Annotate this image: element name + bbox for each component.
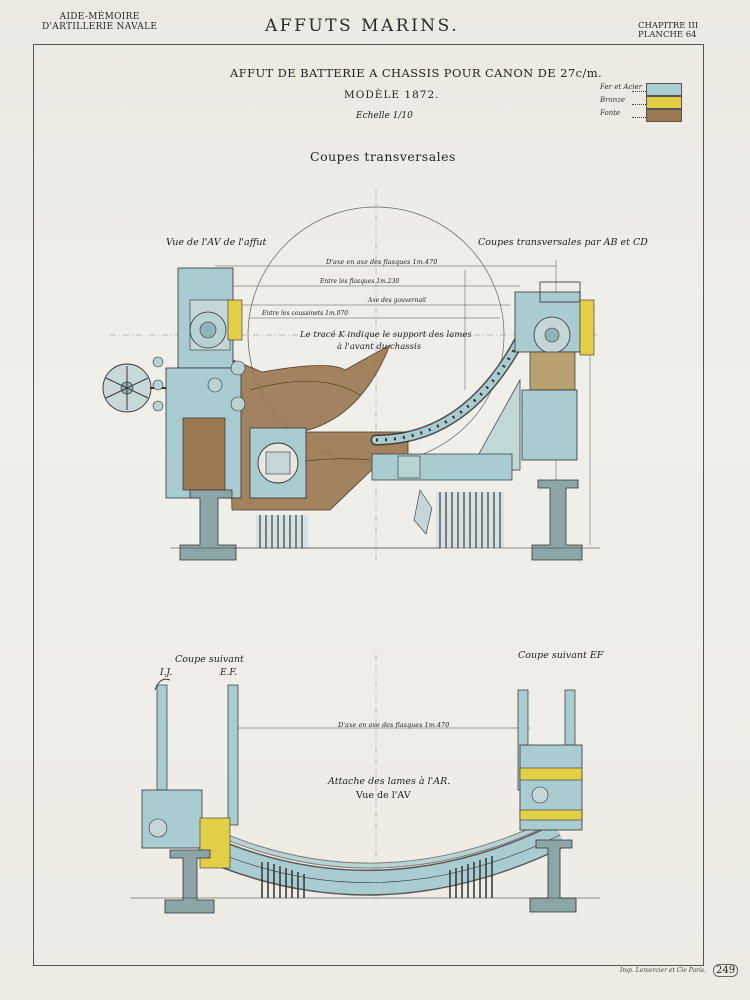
plate-scale: Echelle 1/10 <box>356 111 413 121</box>
upper-dim-gouvernail: Axe des gouvernail <box>368 297 426 304</box>
legend-item-bronze: Bronze <box>600 96 682 109</box>
upper-annotation-2: à l'avant du chassis <box>337 342 422 352</box>
lower-annotation-2: Vue de l'AV <box>356 790 411 801</box>
legend-swatch-bronze <box>646 96 682 109</box>
left-rail <box>179 489 237 561</box>
bronze-plate <box>579 299 595 356</box>
left-post <box>156 684 168 791</box>
upper-label-right: Coupes transversales par AB et CD <box>478 237 648 248</box>
header-chapter: CHAPITRE III <box>638 21 699 31</box>
mid-post <box>227 684 239 826</box>
plate-model: MODÈLE 1872. <box>344 89 440 101</box>
legend-item-iron: Fer et Acier <box>600 83 682 96</box>
header-plate: PLANCHE 64 <box>638 30 697 40</box>
drawing-frame <box>33 44 704 966</box>
header-left: AIDE-MÉMOIRE D'ARTILLERIE NAVALE <box>42 12 157 32</box>
lower-section-drawing <box>130 655 600 914</box>
upper-dim-flasques: Entre les flasques 1m.230 <box>320 278 400 285</box>
upper-annotation-1: Le tracé K indique le support des lames <box>300 330 472 340</box>
right-rail <box>531 479 583 561</box>
cast-iron-block <box>182 417 226 491</box>
legend-swatch-iron <box>646 83 682 96</box>
legend-item-castiron: Fonte <box>600 109 682 122</box>
lower-label-right: Coupe suivant EF <box>518 650 604 661</box>
spring-blades-left <box>259 515 303 548</box>
header-right: CHAPITRE III PLANCHE 64 <box>638 22 698 40</box>
header-left-line1: AIDE-MÉMOIRE <box>59 12 140 22</box>
upper-dim-axes: D'axe en axe des flasques 1m.470 <box>326 258 438 266</box>
lower-left-rail <box>164 849 215 914</box>
header-title: AFFUTS MARINS. <box>265 16 460 36</box>
lower-label-mid: E.F. <box>220 668 238 678</box>
legend-label: Bronze <box>600 96 626 104</box>
legend-label: Fer et Acier <box>600 83 643 91</box>
upper-dim-coussinets: Entre les coussinets 1m.070 <box>262 310 349 317</box>
spring-blades-right <box>439 492 501 548</box>
slide-block <box>371 453 513 481</box>
lower-annotation-1: Attache des lames à l'AR. <box>328 776 451 787</box>
upper-label-left: Vue de l'AV de l'affut <box>166 237 267 248</box>
bronze-bushing <box>227 299 243 341</box>
page-number: 249 <box>713 964 739 977</box>
lower-right-rail <box>529 839 577 913</box>
plate-title: AFFUT DE BATTERIE A CHASSIS POUR CANON D… <box>230 66 603 80</box>
lower-label-left-1: Coupe suivant <box>175 654 244 665</box>
lower-label-left-2: I.J. <box>160 668 173 678</box>
section-title: Coupes transversales <box>310 149 456 164</box>
lower-bronze-block <box>199 817 231 869</box>
printer-imprint: Imp. Lemercier et Cie Paris. <box>620 967 706 974</box>
upper-section-drawing <box>102 190 600 561</box>
legend-label: Fonte <box>600 109 621 117</box>
lower-dim-axes: D'axe en axe des flasques 1m.470 <box>338 721 450 729</box>
lower-spring-blades <box>261 856 493 898</box>
legend-swatch-castiron <box>646 109 682 122</box>
header-left-line2: D'ARTILLERIE NAVALE <box>42 22 158 32</box>
